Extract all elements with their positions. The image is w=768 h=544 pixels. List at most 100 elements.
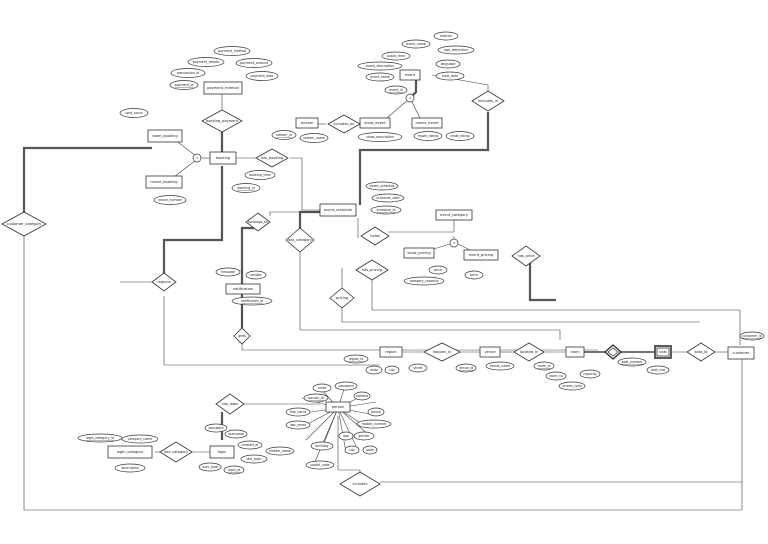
attribute: movie_rating <box>413 131 443 141</box>
connector <box>299 252 561 340</box>
attribute-label: state <box>366 448 374 452</box>
attribute: age_restriction <box>437 45 475 55</box>
attribute-label: event_name <box>370 75 390 79</box>
attribute: username <box>224 429 248 439</box>
isa-label: d <box>196 156 198 160</box>
attribute-label: room_id <box>538 364 551 368</box>
attribute: room_id <box>533 361 555 371</box>
attribute: last_name <box>285 420 311 430</box>
entity-region: region <box>379 346 403 358</box>
entity-label: booking <box>216 156 230 160</box>
attribute-label: postal_code <box>310 463 329 467</box>
entity-booking: booking <box>209 151 237 165</box>
relationship-label: located_in <box>520 350 538 354</box>
entity-event: event <box>399 69 421 81</box>
entity-label: event <box>405 73 416 77</box>
attribute: language <box>435 59 461 69</box>
attribute-label: price <box>470 273 478 277</box>
relationship-label: happen_in <box>433 350 452 354</box>
entity-event-pricing-top: event_category <box>435 209 473 221</box>
attribute-label: schedule_id <box>377 208 396 212</box>
attribute: phone <box>367 407 385 417</box>
attribute-label: start_date <box>442 74 458 78</box>
attribute-label: sendby <box>250 273 262 277</box>
attribute-label: city <box>349 448 355 452</box>
relationship-has-login: has_login <box>215 393 245 415</box>
relationship-label: customer_category <box>7 222 42 226</box>
entity-label: room_booking <box>152 134 177 138</box>
attribute-label: login_category_id <box>86 436 114 440</box>
relationship-label: includes_ev <box>333 122 355 126</box>
attribute: mobile_number <box>356 419 392 429</box>
attribute: payment_method <box>213 46 251 56</box>
attribute-label: description <box>121 466 139 470</box>
attribute-label: movie_number <box>158 198 183 202</box>
entity-label: seat <box>659 350 667 354</box>
attribute: venue_name <box>485 361 515 371</box>
attribute-label: event_name <box>406 42 426 46</box>
attribute-label: age <box>343 434 349 438</box>
attribute: first_name <box>285 407 311 417</box>
attribute-label: booking_id <box>237 186 254 190</box>
attribute: street <box>408 363 428 373</box>
attribute-label: user_type <box>202 465 218 469</box>
attribute: sendby <box>245 270 267 280</box>
attribute-label: state <box>370 368 378 372</box>
attribute: stream_name <box>299 133 329 143</box>
attribute: payment_id <box>169 80 199 90</box>
attribute: seat_number <box>617 357 647 367</box>
isa-label: d <box>409 96 411 100</box>
attribute: city <box>384 365 400 375</box>
attribute-label: language <box>441 62 456 66</box>
attribute: email <box>312 383 332 393</box>
isa-event: d <box>405 93 415 103</box>
entity-payment-method: payment_method <box>203 81 243 95</box>
attribute: price <box>428 265 448 275</box>
attribute: login_category_id <box>77 433 123 443</box>
attribute-label: payment_id <box>175 83 194 87</box>
relationship-label: includes <box>353 482 368 486</box>
attribute: start_date <box>435 71 465 81</box>
relationship-booking-payment: booking_payment <box>201 109 243 133</box>
attribute-label: age_restriction <box>444 48 468 52</box>
relationship-has-price: has_price <box>511 245 541 267</box>
attribute: payment_amount <box>235 58 273 68</box>
connector-customer-category-top <box>22 146 152 222</box>
attribute: state <box>362 445 378 455</box>
relationship-label: booking_payment <box>206 119 239 123</box>
attribute: city <box>344 445 360 455</box>
attribute-label: birthday <box>315 444 328 448</box>
entity-label: login_category <box>117 450 144 454</box>
attribute-label: seat_row <box>651 368 666 372</box>
attribute-label: address <box>356 394 369 398</box>
connector <box>162 166 224 280</box>
relationship-pricing: pricing <box>329 287 355 309</box>
attribute: message <box>215 267 241 277</box>
isa-label: d <box>453 241 455 245</box>
attribute: event_name <box>365 72 395 82</box>
attribute-label: venue_name <box>490 364 511 368</box>
attribute: venue_id <box>455 363 477 373</box>
relationship-holds: holds <box>360 226 390 246</box>
attribute-label: director <box>440 34 453 38</box>
attribute-label: screen_type <box>562 384 581 388</box>
entity-event-pricing: event_pricing <box>463 249 499 261</box>
attribute-label: region_id <box>349 357 364 361</box>
entity-label: payment_method <box>207 86 239 90</box>
attribute-label: street <box>413 366 423 370</box>
attribute: payment_date <box>245 71 279 81</box>
attribute-label: transaction_id <box>177 71 200 75</box>
attribute-label: person_id <box>308 396 323 400</box>
entity-login: login <box>209 445 235 459</box>
attribute: seat_row <box>646 365 670 375</box>
entity-event-schedule: event_schedule <box>319 203 357 217</box>
attribute: room_no <box>545 371 567 381</box>
attribute: user_type <box>198 462 222 472</box>
attribute: capacity <box>579 369 601 379</box>
attribute-label: event_id <box>389 88 403 92</box>
attribute-label: stream_id <box>276 133 292 137</box>
attribute-label: phone <box>371 410 381 414</box>
attribute: director <box>433 31 459 41</box>
attribute-label: seat_number <box>622 360 644 364</box>
